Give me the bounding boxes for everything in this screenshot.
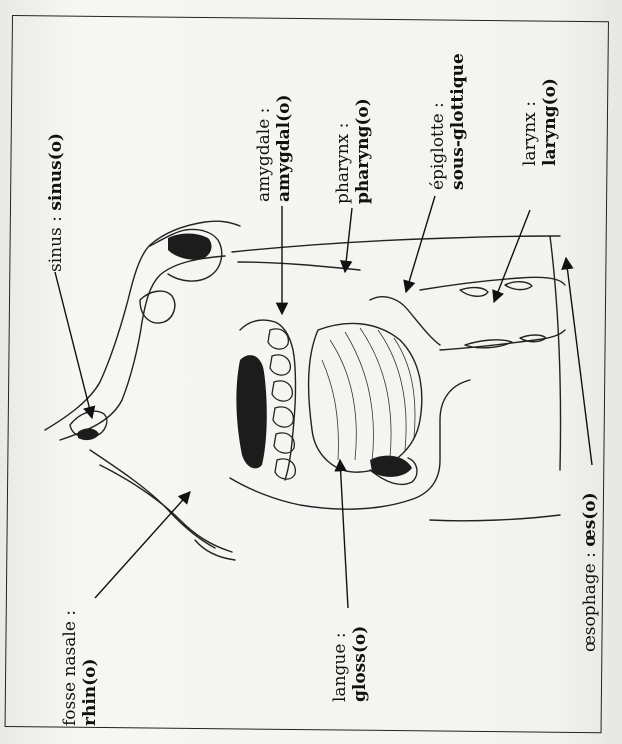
label-langue-name: langue : xyxy=(330,626,350,702)
label-amygdale: amygdale : amygdal(o) xyxy=(254,94,294,202)
label-oesophage-root: œs(o) xyxy=(580,492,600,546)
label-amygdale-root: amygdal(o) xyxy=(274,94,294,202)
label-amygdale-name: amygdale : xyxy=(254,94,274,202)
tongue-fiber xyxy=(322,360,338,460)
arrow-fosse-nasale xyxy=(95,492,190,598)
label-larynx: larynx : laryng(o) xyxy=(520,78,560,166)
nasal-cavity-inner xyxy=(60,256,225,440)
label-oesophage-text: œsophage : œs(o) xyxy=(580,492,600,652)
arrow-oesophage xyxy=(566,258,592,465)
tooth-2 xyxy=(270,355,290,375)
dark-tissue-jaw xyxy=(370,456,412,477)
pharynx-front-wall xyxy=(238,262,360,270)
neck-line xyxy=(430,515,560,521)
tongue-fiber xyxy=(345,332,373,462)
tongue-fiber xyxy=(360,328,391,458)
arrow-sinus xyxy=(55,272,92,418)
tooth-1 xyxy=(268,329,288,349)
label-langue: langue : gloss(o) xyxy=(330,626,370,702)
label-langue-root: gloss(o) xyxy=(350,626,370,702)
tooth-4 xyxy=(273,407,293,427)
label-sinus-text: sinus : sinus(o) xyxy=(46,133,66,272)
arrow-langue xyxy=(340,460,348,608)
pharynx-back-wall xyxy=(232,236,560,252)
label-fosse-nasale: fosse nasale : rhin(o) xyxy=(60,610,100,726)
dark-tissue-sinus xyxy=(78,428,99,440)
label-fosse-nasale-name: fosse nasale : xyxy=(60,610,80,726)
tongue-fiber xyxy=(330,340,356,460)
arrow-epiglotte xyxy=(406,196,435,292)
label-pharynx-root: pharyng(o) xyxy=(353,98,373,204)
epiglottis-flap xyxy=(370,297,440,345)
tongue-fiber xyxy=(394,338,415,438)
label-epiglotte-name: épiglotte : xyxy=(428,53,448,190)
vocal-cord-3 xyxy=(505,282,532,290)
larynx-outline xyxy=(420,277,565,290)
tooth-3 xyxy=(272,381,292,401)
label-sinus-root: sinus(o) xyxy=(46,133,66,211)
dark-tissue-tonsil xyxy=(236,355,266,468)
vocal-cord-1 xyxy=(460,288,488,297)
back-column xyxy=(550,236,561,470)
tooth-6 xyxy=(275,459,295,479)
tongue-fiber xyxy=(378,330,406,450)
label-larynx-name: larynx : xyxy=(520,78,540,166)
lower-face xyxy=(195,540,235,560)
label-sinus: sinus : sinus(o) xyxy=(46,133,66,272)
label-fosse-nasale-root: rhin(o) xyxy=(80,610,100,726)
label-oesophage: œsophage : œs(o) xyxy=(580,492,600,652)
arrow-pharynx xyxy=(345,208,352,272)
label-larynx-root: laryng(o) xyxy=(540,78,560,166)
label-pharynx: pharynx : pharyng(o) xyxy=(333,98,373,204)
label-epiglotte-root: sous-glottique xyxy=(448,53,468,190)
nasal-bone-outline xyxy=(45,221,240,430)
dark-tissue-skull xyxy=(168,234,211,260)
label-pharynx-name: pharynx : xyxy=(333,98,353,204)
label-epiglotte: épiglotte : sous-glottique xyxy=(428,53,468,190)
